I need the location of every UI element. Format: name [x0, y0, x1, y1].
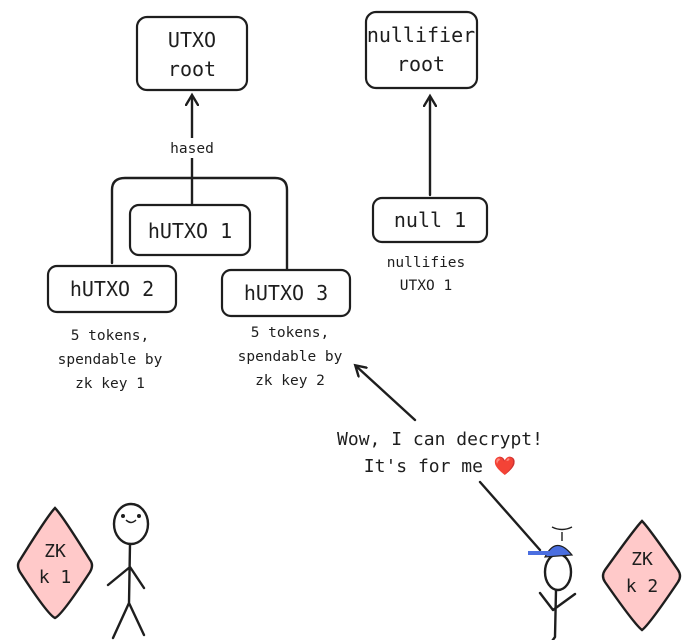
hutxo1-node: hUTXO 1 — [128, 203, 252, 257]
speech-pointer-line — [478, 480, 542, 552]
hutxo2-label: hUTXO 2 — [70, 277, 154, 301]
null1-label: null 1 — [394, 208, 466, 232]
utxo-root-label-2: root — [168, 57, 216, 81]
hutxo1-label: hUTXO 1 — [148, 219, 232, 243]
zk-key-2-label-2: k 2 — [626, 576, 659, 597]
zk-key-1-diamond: ZK k 1 — [16, 506, 94, 620]
speech-arrow — [356, 366, 417, 422]
hutxo2-note-3: zk key 1 — [75, 376, 145, 392]
utxo-root-node: UTXO root — [135, 15, 249, 92]
hutxo3-label: hUTXO 3 — [244, 281, 328, 305]
speech-line-2: It's for me ❤️ — [364, 456, 517, 477]
nullifies-label-2: UTXO 1 — [400, 278, 452, 294]
null1-node: null 1 — [371, 196, 489, 244]
nullifier-root-label-1: nullifier — [367, 23, 475, 47]
nullifier-root-node: nullifier root — [364, 10, 479, 90]
hutxo2-note-2: spendable by — [58, 352, 163, 368]
zk-key-2-label-1: ZK — [631, 549, 653, 570]
nullifier-root-label-2: root — [397, 52, 445, 76]
zk-key-1-label-1: ZK — [44, 541, 66, 562]
nullifies-label-1: nullifies — [387, 255, 466, 271]
hutxo3-note-2: spendable by — [238, 349, 343, 365]
hutxo3-node: hUTXO 3 — [220, 268, 352, 318]
hashed-label: hased — [170, 141, 214, 157]
zk-key-1-label-2: k 1 — [39, 567, 72, 588]
hutxo2-node: hUTXO 2 — [46, 264, 178, 314]
stick-figure-1 — [106, 502, 150, 640]
hash-bracket — [110, 176, 289, 272]
speech-line-1: Wow, I can decrypt! — [337, 429, 543, 450]
stick-figure-2 — [528, 526, 577, 640]
utxo-root-label-1: UTXO — [168, 28, 216, 52]
hutxo3-note-3: zk key 2 — [255, 373, 325, 389]
hutxo3-note-1: 5 tokens, — [251, 325, 330, 341]
hutxo2-note-1: 5 tokens, — [71, 328, 150, 344]
zk-key-2-diamond: ZK k 2 — [601, 519, 682, 632]
